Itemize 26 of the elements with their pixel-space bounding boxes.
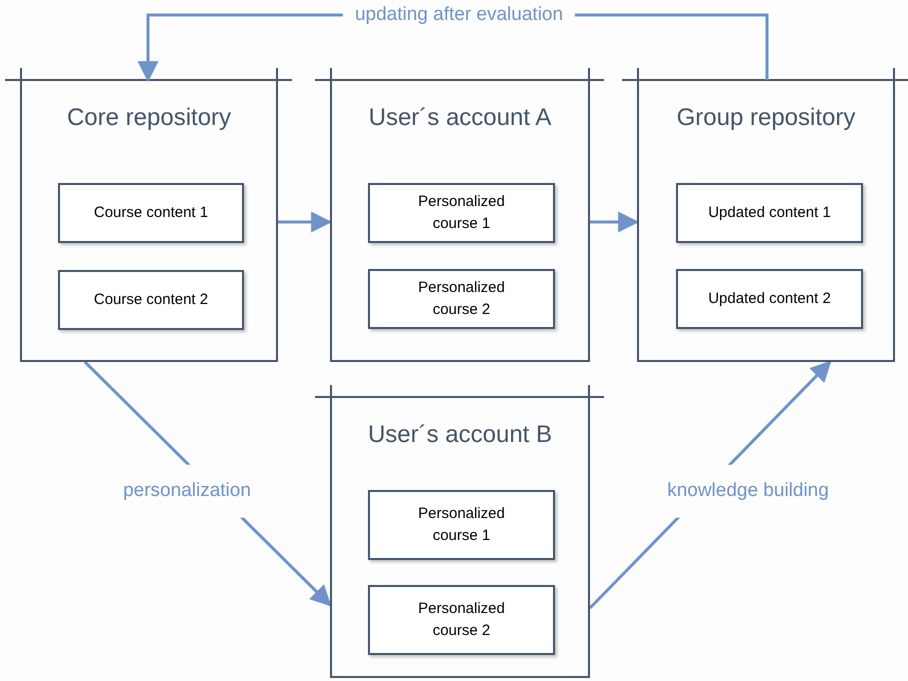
content-label: Personalized course 1 [417,504,506,546]
content-label: Course content 2 [92,290,210,310]
content-box [368,490,555,560]
repository-frame [330,397,590,678]
content-box [58,270,244,330]
content-label: Personalized course 2 [417,599,506,641]
repository-frame [330,80,590,362]
frame-title: User´s account B [366,420,554,450]
content-label: Updated content 1 [707,203,832,223]
content-label: Course content 1 [92,203,210,223]
content-label: Personalized course 2 [417,278,506,320]
content-box [58,183,244,243]
content-box [676,269,863,329]
frame-title: User´s account A [368,103,552,133]
content-box [368,183,555,243]
repository-frame [20,80,278,362]
arrow [590,212,640,232]
arrow [278,212,332,232]
frame-title: Core repository [66,103,232,133]
content-label: Personalized course 1 [417,192,506,234]
frame-title: Group repository [676,103,856,133]
content-box [368,269,555,329]
repository-frame [637,80,895,362]
content-box [676,183,863,243]
content-box [368,585,555,655]
content-label: Updated content 2 [707,289,832,309]
